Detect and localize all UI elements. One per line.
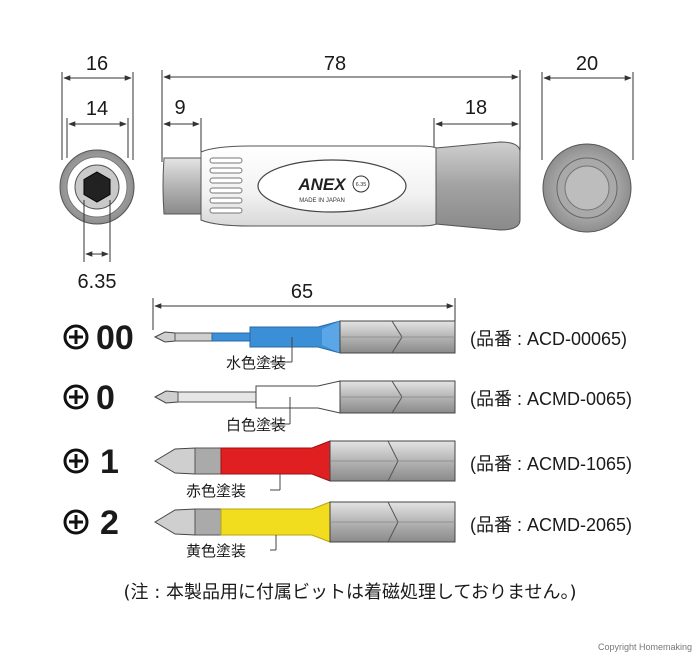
bit-row-1: 1 赤色塗装 (品番 : ACMD-1065)	[63, 440, 632, 500]
bit-color-label-2: 黄色塗装	[186, 542, 246, 560]
bit-part-no-00: (品番 : ACD-00065)	[470, 329, 627, 349]
handle-end-view: 20	[541, 53, 634, 233]
dim-end-diameter: 20	[576, 53, 598, 75]
bit-size-2: 2	[100, 504, 119, 542]
dim-front-cap: 9	[174, 97, 185, 119]
bit-color-label-00: 水色塗装	[226, 354, 286, 372]
anex-logo: ANEX	[297, 175, 347, 194]
dim-socket-inner: 14	[86, 98, 108, 120]
bit-part-no-0: (品番 : ACMD-0065)	[470, 389, 632, 409]
bit-color-label-1: 赤色塗装	[186, 482, 246, 500]
socket-end-view: 16 14 6.35	[59, 53, 135, 293]
dim-handle-length: 78	[324, 53, 346, 75]
hex-badge-icon	[352, 175, 370, 193]
made-in-japan-label: MADE IN JAPAN	[299, 198, 345, 204]
copyright: Copyright Homemaking	[598, 642, 692, 652]
bit-row-0: 0 白色塗装 (品番 : ACMD-0065)	[63, 379, 632, 434]
bit-row-2: 2 黄色塗装 (品番 : ACMD-2065)	[63, 501, 632, 560]
bit-color-band	[211, 332, 251, 342]
hex-socket-icon	[83, 171, 111, 203]
dim-bit-length: 65	[291, 281, 313, 303]
bit-size-1: 1	[100, 443, 119, 481]
handle-side-view: 78 9 18 ANEX MADE IN JAPAN 6.35	[161, 53, 521, 231]
bit-part-no-1: (品番 : ACMD-1065)	[470, 454, 632, 474]
bit-size-0: 0	[96, 379, 115, 417]
bit-color-label-0: 白色塗装	[226, 416, 286, 434]
hex-badge-label: 6.35	[356, 182, 367, 188]
dim-rear-grip: 18	[465, 97, 487, 119]
dim-socket-outer: 16	[86, 53, 108, 75]
bit-row-00: 00 水色塗装 (品番 : ACD-00065)	[63, 319, 627, 372]
footnote: (注 : 本製品用に付属ビットは着磁処理しておりません。)	[124, 582, 577, 603]
bit-size-00: 00	[96, 319, 134, 357]
bit-part-no-2: (品番 : ACMD-2065)	[470, 515, 632, 535]
dim-hex-size: 6.35	[78, 271, 117, 293]
